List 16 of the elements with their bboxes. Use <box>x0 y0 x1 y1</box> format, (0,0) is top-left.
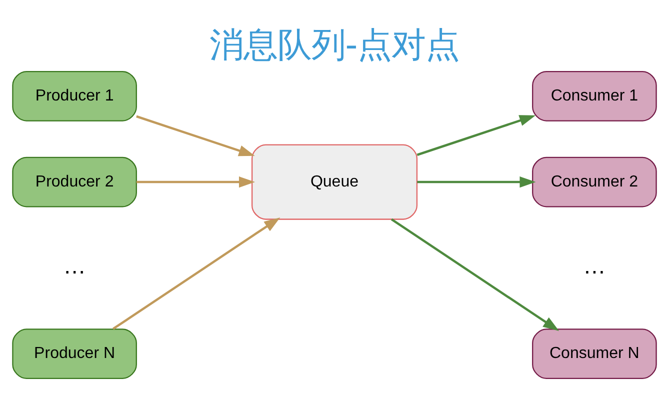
node-box: Consumer 1 <box>532 70 657 122</box>
diagram-title: 消息队列-点对点 <box>209 26 460 66</box>
node-box: Queue <box>251 144 418 220</box>
arrow <box>390 218 560 331</box>
node-box: Producer N <box>12 328 137 379</box>
node-box: Producer 2 <box>12 156 137 208</box>
node-box: Producer 1 <box>12 70 137 122</box>
label: … <box>582 252 606 279</box>
node-box: Consumer 2 <box>532 156 657 208</box>
arrow <box>136 115 255 156</box>
label: … <box>63 252 86 279</box>
arrow <box>112 217 280 330</box>
arrow <box>417 176 536 188</box>
node-box: Consumer N <box>532 328 657 379</box>
arrow <box>136 176 256 188</box>
arrow <box>416 115 536 156</box>
